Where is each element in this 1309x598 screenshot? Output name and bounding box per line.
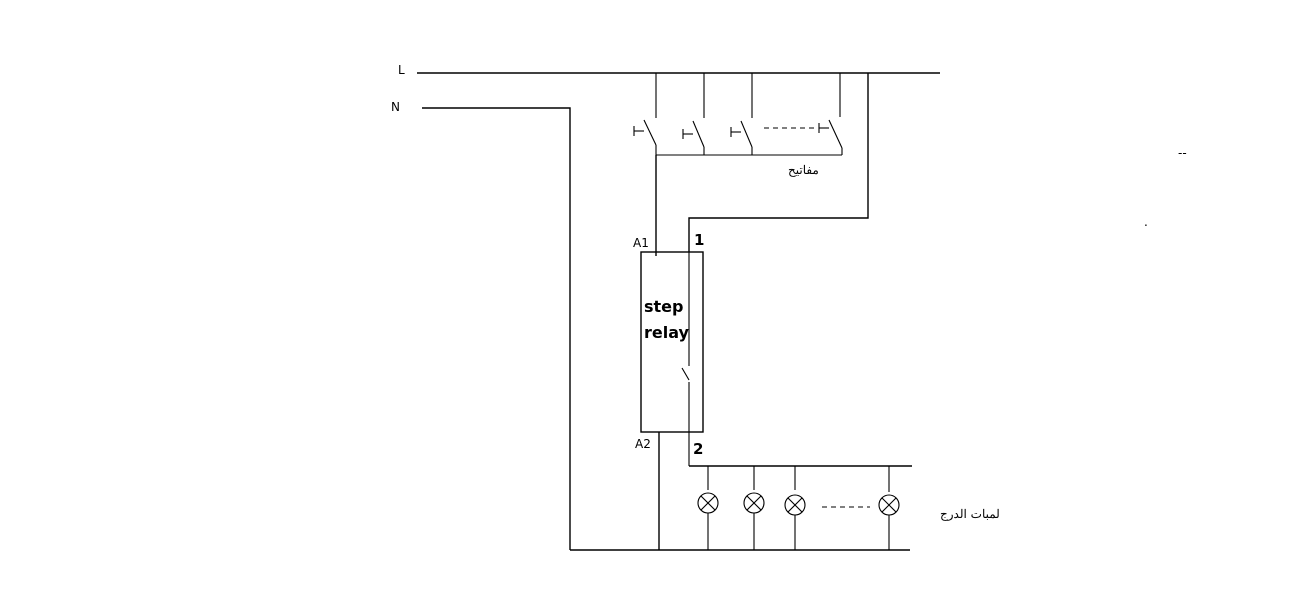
push-button-switch <box>633 73 657 155</box>
stray-mark: . <box>1144 215 1148 229</box>
lamp <box>878 466 900 550</box>
live-feed-terminal-1 <box>688 73 869 252</box>
relay-label-step: step <box>644 297 683 316</box>
push-button-switch <box>730 73 753 155</box>
stray-mark: -- <box>1178 146 1187 160</box>
line-label: L <box>398 63 405 77</box>
switch-bank <box>633 73 843 156</box>
neutral-label: N <box>391 100 400 114</box>
relay-contact <box>681 252 690 466</box>
lamp <box>697 466 719 550</box>
terminal-a2-label: A2 <box>635 437 651 451</box>
switches-label: مفاتيح <box>788 163 819 177</box>
push-button-switch <box>818 73 843 155</box>
step-relay-box <box>640 251 704 433</box>
terminal-a1-label: A1 <box>633 236 649 250</box>
relay-label-relay: relay <box>644 323 690 342</box>
lamps-label: لمبات الدرج <box>940 507 1000 521</box>
lamp <box>743 466 765 550</box>
lamp <box>784 466 806 550</box>
push-button-switch <box>682 73 705 155</box>
terminal-1-label: 1 <box>694 231 704 249</box>
neutral-conductor <box>422 107 571 550</box>
terminal-2-label: 2 <box>693 440 703 458</box>
